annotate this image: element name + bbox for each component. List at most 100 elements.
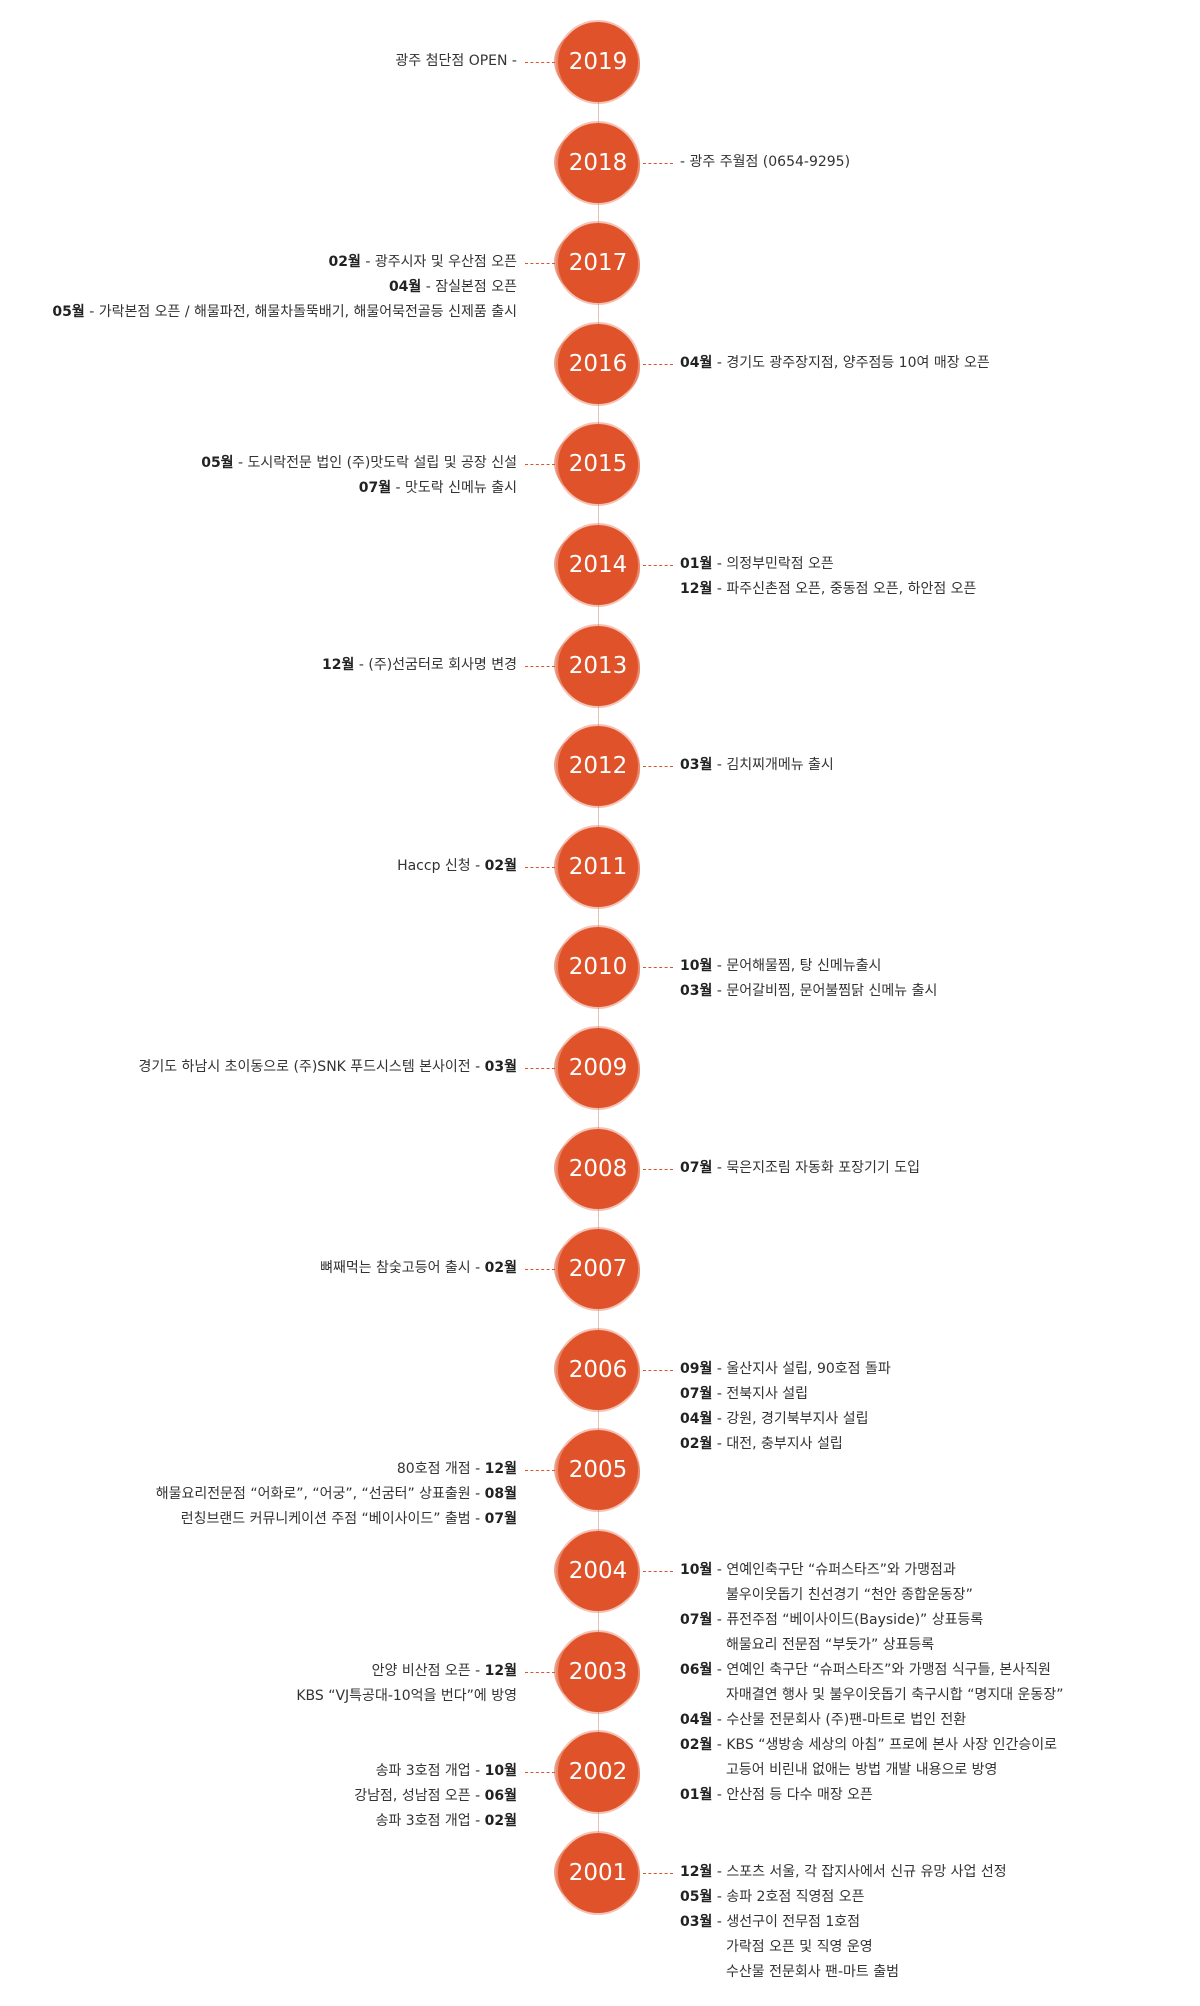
year-marker-2019: 2019 [554,22,640,102]
event-text: - 파주신촌점 오픈, 중동점 오픈, 하안점 오픈 [712,581,977,597]
event-item: 뼈째먹는 참숯고등어 출시 - 02월 [320,1256,517,1281]
event-text: 광주 첨단점 OPEN - [395,53,517,69]
event-item: 안양 비산점 오픈 - 12월 [296,1659,517,1684]
connector-line [643,163,673,164]
event-item: 강남점, 성남점 오픈 - 06월 [354,1784,517,1809]
events-2018: - 광주 주월점 (0654-9295) [680,150,850,175]
events-2019: 광주 첨단점 OPEN - [395,49,517,74]
event-item: 02월 - KBS “생방송 세상의 아침” 프로에 본사 사장 인간승이로 [680,1733,1063,1758]
event-item: 03월 - 생선구이 전무점 1호점 [680,1910,1007,1935]
event-item: 04월 - 경기도 광주장지점, 양주점등 10여 매장 오픈 [680,351,990,376]
event-item: 12월 - 파주신촌점 오픈, 중동점 오픈, 하안점 오픈 [680,577,976,602]
event-text: 고등어 비린내 없애는 방법 개발 내용으로 방영 [726,1762,998,1778]
event-item: 07월 - 묵은지조림 자동화 포장기기 도입 [680,1156,920,1181]
event-month: 04월 [388,279,422,295]
event-text: - 문어해물찜, 탕 신메뉴출시 [712,958,882,974]
event-item: 12월 - 스포츠 서울, 각 잡지사에서 신규 유망 사업 선정 [680,1860,1007,1885]
connector-line [525,1269,555,1270]
event-month: 07월 [680,1612,713,1628]
event-item: 04월 - 수산물 전문회사 (주)팬-마트로 법인 전환 [680,1708,1063,1733]
event-text: - 김치찌개메뉴 출시 [712,757,834,773]
event-month: 01월 [680,1787,713,1803]
event-item: 04월 - 잠실본점 오픈 [52,275,517,300]
year-marker-2005: 2005 [554,1430,640,1510]
event-text: 강남점, 성남점 오픈 - [354,1788,485,1804]
event-text: 불우이웃돕기 친선경기 “천안 종합운동장” [726,1587,973,1603]
event-text: 수산물 전문회사 팬-마트 출범 [726,1964,899,1980]
event-item: 가락점 오픈 및 직영 운영 [680,1935,1007,1960]
event-item: 자매결연 행사 및 불우이웃돕기 축구시합 “명지대 운동장” [680,1683,1063,1708]
event-item: 송파 3호점 개업 - 10월 [354,1759,517,1784]
event-item: 80호점 개점 - 12월 [156,1457,517,1482]
event-item: 10월 - 연예인축구단 “슈퍼스타즈”와 가맹점과 [680,1558,1063,1583]
event-text: - 의정부민락점 오픈 [712,556,834,572]
event-text: - 광주시자 및 우산점 오픈 [360,254,517,270]
event-text: - KBS “생방송 세상의 아침” 프로에 본사 사장 인간승이로 [712,1737,1058,1753]
event-text: - 가락본점 오픈 / 해물파전, 해물차돌뚝배기, 해물어묵전골등 신제품 출… [84,304,517,320]
event-text: KBS “VJ특공대-10억을 번다”에 방영 [296,1688,517,1704]
event-item: 고등어 비린내 없애는 방법 개발 내용으로 방영 [680,1758,1063,1783]
event-month: 03월 [680,1914,713,1930]
connector-line [525,1068,555,1069]
connector-line [525,1672,555,1673]
event-month: 07월 [484,1511,517,1527]
event-text: 송파 3호점 개업 - [375,1763,485,1779]
event-month: 12월 [322,657,355,673]
event-month: 01월 [680,556,713,572]
event-text: - 전북지사 설립 [712,1386,809,1402]
event-text: - 잠실본점 오픈 [421,279,517,295]
year-marker-2012: 2012 [554,726,640,806]
event-text: - 묵은지조림 자동화 포장기기 도입 [712,1160,920,1176]
event-text: - 연예인축구단 “슈퍼스타즈”와 가맹점과 [712,1562,956,1578]
connector-line [643,1571,673,1572]
event-month: 08월 [484,1486,517,1502]
year-marker-2014: 2014 [554,525,640,605]
event-month: 05월 [201,455,234,471]
event-month: 02월 [680,1737,713,1753]
event-item: 07월 - 퓨전주점 “베이사이드(Bayside)” 상표등록 [680,1608,1063,1633]
event-item: 05월 - 송파 2호점 직영점 오픈 [680,1885,1007,1910]
connector-line [643,364,673,365]
event-item: 03월 - 문어갈비찜, 문어불찜닭 신메뉴 출시 [680,979,937,1004]
event-item: 01월 - 의정부민락점 오픈 [680,552,976,577]
year-marker-2002: 2002 [554,1732,640,1812]
event-item: 해물요리전문점 “어화로”, “어궁”, “선굼터” 상표출원 - 08월 [156,1482,517,1507]
event-item: Haccp 신청 - 02월 [397,854,517,879]
event-month: 04월 [680,355,713,371]
event-item: 03월 - 김치찌개메뉴 출시 [680,753,834,778]
event-item: 런칭브랜드 커뮤니케이션 주점 “베이사이드” 출범 - 07월 [156,1507,517,1532]
event-text: - 송파 2호점 직영점 오픈 [712,1889,865,1905]
event-text: - 맛도락 신메뉴 출시 [391,480,517,496]
event-month: 04월 [680,1411,713,1427]
event-month: 06월 [680,1662,713,1678]
event-text: Haccp 신청 - [397,858,485,874]
event-month: 02월 [680,1436,713,1452]
year-marker-2003: 2003 [554,1632,640,1712]
year-marker-2010: 2010 [554,927,640,1007]
events-2013: 12월 - (주)선굼터로 회사명 변경 [322,653,517,678]
event-month: 12월 [484,1663,517,1679]
event-month: 12월 [680,581,713,597]
event-item: 02월 - 광주시자 및 우산점 오픈 [52,250,517,275]
event-item: 광주 첨단점 OPEN - [395,49,517,74]
event-text: - 광주 주월점 (0654-9295) [680,154,851,170]
event-month: 03월 [680,983,713,999]
event-item: 해물요리 전문점 “부둣가” 상표등록 [680,1633,1063,1658]
event-item: 07월 - 전북지사 설립 [680,1382,891,1407]
event-text: 해물요리 전문점 “부둣가” 상표등록 [726,1637,935,1653]
connector-line [643,1169,673,1170]
event-text: 80호점 개점 - [396,1461,485,1477]
year-marker-2011: 2011 [554,827,640,907]
connector-line [525,867,555,868]
event-text: - (주)선굼터로 회사명 변경 [354,657,517,673]
event-month: 10월 [484,1763,517,1779]
event-text: - 경기도 광주장지점, 양주점등 10여 매장 오픈 [712,355,990,371]
event-item: 수산물 전문회사 팬-마트 출범 [680,1960,1007,1985]
